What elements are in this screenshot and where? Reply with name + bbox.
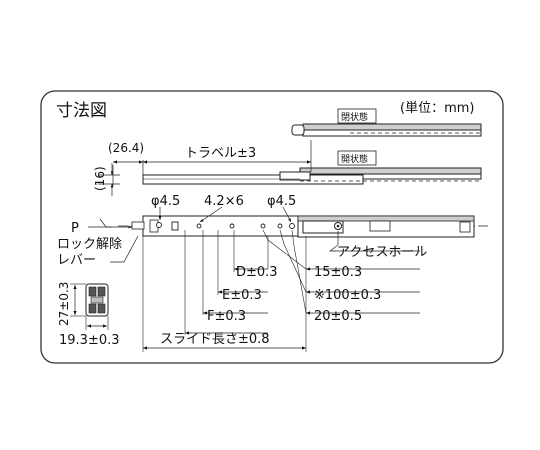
dim-height-label: (16) xyxy=(93,166,107,191)
dim-20-label: 20±0.5 xyxy=(314,309,362,324)
drawing-border xyxy=(40,90,504,364)
dim-travel-label: トラベル±3 xyxy=(185,146,256,161)
mounting-hole xyxy=(289,223,295,229)
dim-slide-length-label: スライド長さ±0.8 xyxy=(160,332,270,347)
dim-e-label: E±0.3 xyxy=(222,288,262,303)
access-hole-center xyxy=(336,224,340,228)
dim-d-label: D±0.3 xyxy=(236,265,278,280)
dim-width-label: (26.4) xyxy=(108,141,144,155)
lever-p-label: P xyxy=(71,221,79,236)
hole-slot-label: 4.2×6 xyxy=(204,194,244,209)
lever-label-1: ロック解除 xyxy=(57,237,122,252)
slot-hole xyxy=(171,221,179,231)
hole-dia-right-label: φ4.5 xyxy=(267,194,296,209)
dim-100-label: ※100±0.3 xyxy=(314,288,381,303)
cross-section-view xyxy=(85,283,109,317)
unit-label: (単位：mm) xyxy=(400,100,474,116)
hole-dia-left-label: φ4.5 xyxy=(151,194,180,209)
mounting-hole xyxy=(196,223,202,229)
mounting-hole xyxy=(277,223,283,229)
closed-state-box xyxy=(337,108,377,124)
dim-15-label: 15±0.3 xyxy=(314,265,362,280)
dim-cross-height-label: 27±0.3 xyxy=(57,282,71,326)
dim-cross-width-label: 19.3±0.3 xyxy=(59,333,120,348)
open-state-box xyxy=(337,150,377,166)
closed-state-label: 閉状態 xyxy=(341,111,368,123)
mounting-hole xyxy=(260,223,266,229)
open-state-label: 開状態 xyxy=(341,153,368,165)
dim-f-label: F±0.3 xyxy=(207,309,246,324)
side-view-rail xyxy=(118,215,490,238)
lever-label-2: レバー xyxy=(57,253,96,268)
mounting-hole xyxy=(156,222,162,228)
closed-state-rail xyxy=(291,123,482,137)
drawing-title: 寸法図 xyxy=(56,101,107,121)
access-hole-label: アクセスホール xyxy=(337,245,427,260)
mounting-hole xyxy=(229,223,235,229)
open-state-rail xyxy=(142,167,482,185)
